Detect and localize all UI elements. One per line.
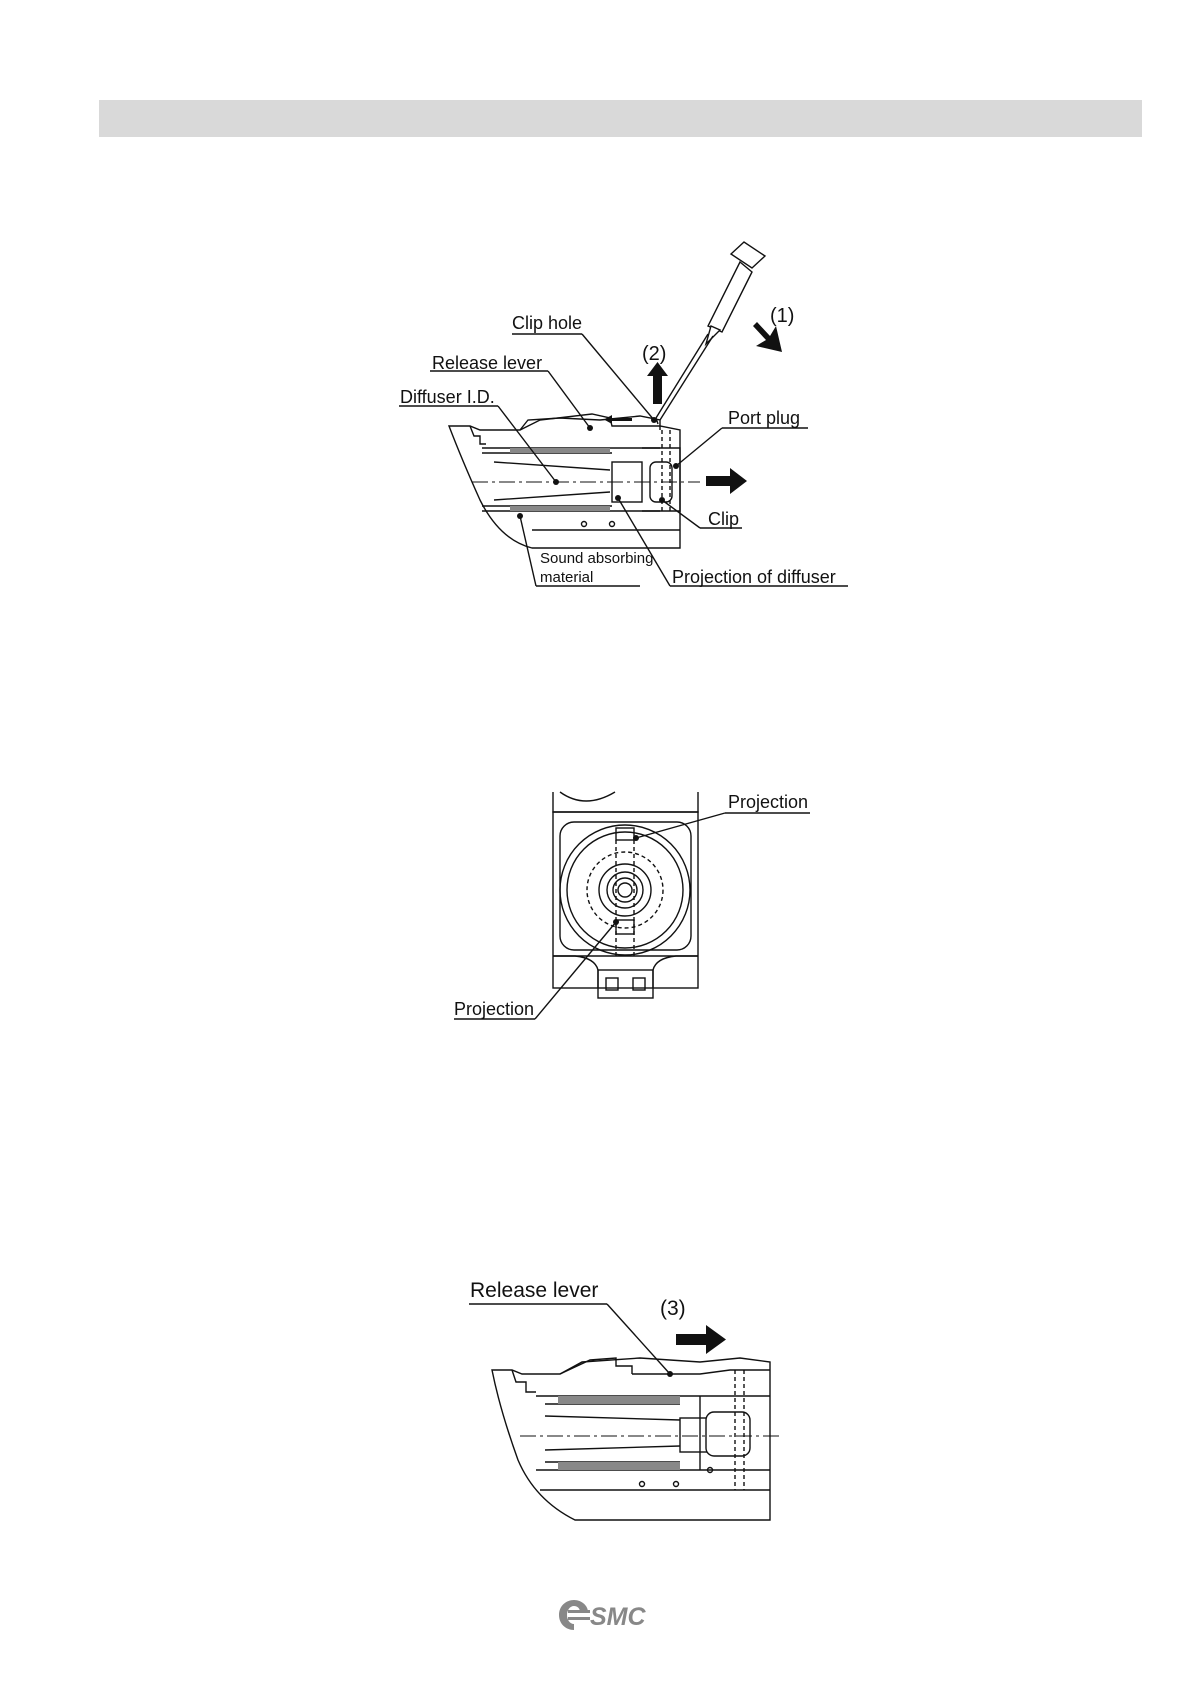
smc-logo-icon: SMC	[556, 1598, 652, 1632]
smc-logo-text: SMC	[590, 1603, 647, 1631]
label-release-lever-fig3: Release lever	[470, 1280, 598, 1301]
arrow-right-icon	[676, 1325, 726, 1354]
label-step-3: (3)	[660, 1298, 686, 1319]
